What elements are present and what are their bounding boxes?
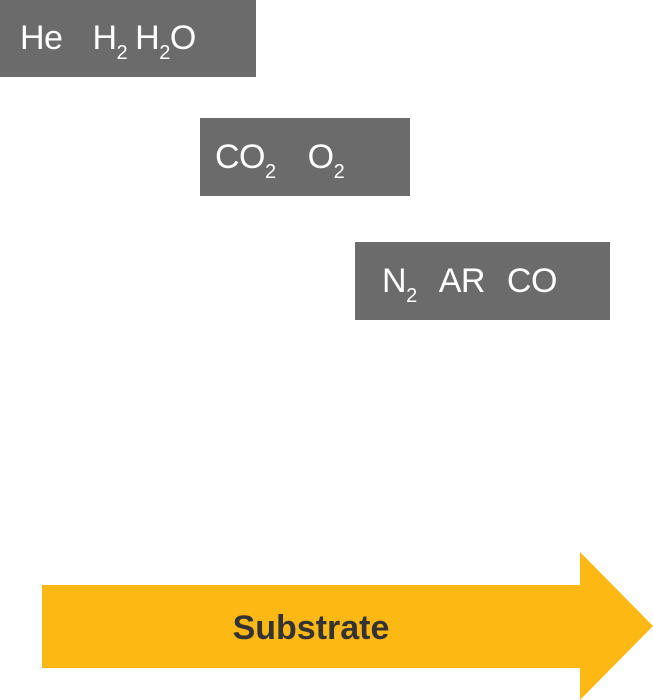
substrate-label: Substrate (232, 608, 390, 647)
gas-h2o: H2O (135, 19, 196, 64)
gas-group-row-2: CO2 O2 (200, 118, 410, 196)
gas-h2: H2 (92, 19, 128, 64)
gas-n2: N2 (382, 261, 417, 307)
gas-ar: AR (438, 261, 486, 300)
gas-co2: CO2 (215, 137, 276, 183)
substrate-arrow-shape (42, 552, 653, 700)
gas-group-row-3: N2 AR CO (355, 242, 610, 320)
gas-o2: O2 (307, 137, 345, 183)
gas-he: He (20, 19, 63, 57)
gas-co: CO (506, 261, 558, 300)
gas-group-row-1: He H2 H2O (0, 0, 256, 77)
substrate-arrow (42, 552, 653, 700)
